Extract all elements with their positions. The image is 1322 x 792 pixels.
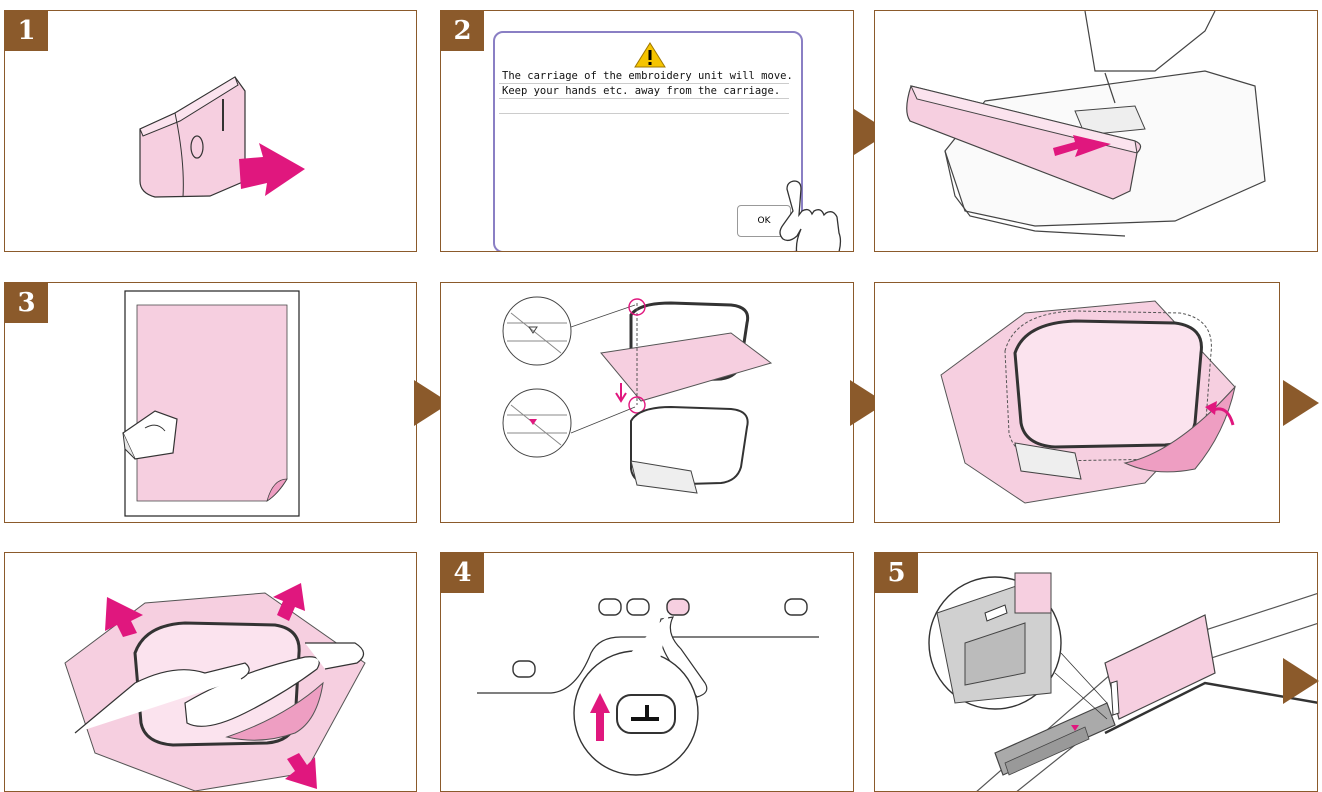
panel-stretch-fabric xyxy=(4,552,417,792)
presser-foot-button-illustration xyxy=(441,553,854,792)
power-switch-illustration xyxy=(5,11,417,252)
panel-presser-foot-lever: 4 xyxy=(440,552,854,792)
panel-attach-hoop: 5 xyxy=(874,552,1318,792)
panel-embroidery-unit xyxy=(874,10,1318,252)
panel-power-switch: 1 xyxy=(4,10,417,252)
attach-hoop-illustration xyxy=(875,553,1318,792)
fabric-in-hoop-illustration xyxy=(875,283,1280,523)
panel-carriage-warning: 2 The carriage of the embroidery unit wi… xyxy=(440,10,854,252)
panel-align-hoop xyxy=(440,282,854,523)
pointing-hand-icon xyxy=(441,11,854,252)
panel-stabilizer: 3 xyxy=(4,282,417,523)
stretch-fabric-hands-illustration xyxy=(5,553,417,792)
stabilizer-and-iron-illustration xyxy=(5,283,417,523)
next-arrow-5 xyxy=(1283,658,1319,704)
hoop-alignment-illustration xyxy=(441,283,854,523)
panel-fabric-in-hoop xyxy=(874,282,1280,523)
next-arrow-4 xyxy=(1283,380,1319,426)
machine-with-embroidery-unit xyxy=(875,11,1318,252)
